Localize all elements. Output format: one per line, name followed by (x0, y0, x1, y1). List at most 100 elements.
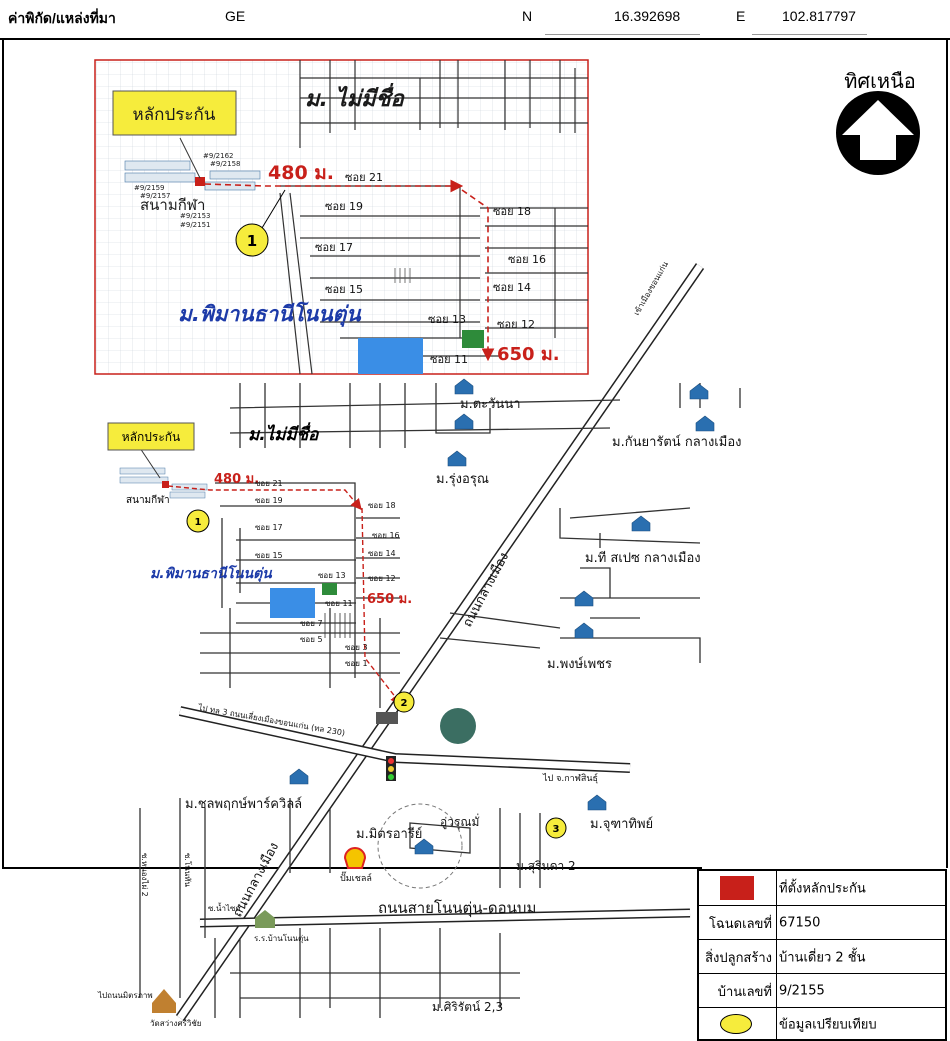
collateral-callout (107, 422, 195, 451)
house-icon (574, 590, 594, 607)
soi-label: ซอย 17 (255, 523, 283, 532)
legend-box: ที่ตั้งหลักประกัน โฉนดเลขที่ 67150 สิ่งป… (697, 869, 947, 1041)
inset-soi: ซอย 19 (325, 200, 363, 213)
legend-house-label: บ้านเลขที่ (699, 974, 777, 1008)
soi-label: ซอย 16 (372, 531, 400, 540)
stadium-label: สนามกีฬา (126, 494, 170, 506)
inset-soi: ซอย 15 (325, 283, 363, 296)
inset-collateral-text: หลักประกัน (133, 105, 216, 125)
east-value: 102.817797 (782, 8, 856, 24)
road-label: ไป จ.กาฬสินธุ์ (542, 772, 598, 784)
inset-dist-480: 480 ม. (268, 162, 334, 184)
pond (270, 588, 315, 618)
north-value: 16.392698 (614, 8, 681, 24)
soi-label: ซ.น้ำไซด์ (208, 902, 241, 913)
marker-1-label: 1 (195, 517, 202, 528)
site-swatch-icon (720, 876, 754, 900)
soi-label: ซอย 12 (368, 574, 396, 583)
dist-650: 650 ม. (367, 592, 412, 607)
inset-stadium: สนามกีฬา (140, 196, 205, 214)
place-label: ม.ตะวันนา (460, 397, 521, 412)
marker-2 (393, 691, 415, 713)
place-label: ม.ชลพฤกษ์พาร์ควิลล์ (185, 796, 302, 812)
inset-soi: ซอย 14 (493, 281, 531, 294)
place-label: ม.สุรินดา 2 (516, 859, 576, 874)
place-label: ม.ศิริรัตน์ 2,3 (432, 1000, 503, 1014)
inset-pond (358, 338, 423, 374)
house-icon (414, 838, 434, 855)
legend-row-site: ที่ตั้งหลักประกัน (699, 871, 945, 905)
inset-village-top: ม. ไม่มีชื่อ (305, 82, 406, 112)
village-top: ม.ไม่มีชื่อ (248, 422, 320, 445)
inset-collateral-mark (195, 177, 205, 186)
house-icon (587, 794, 607, 811)
inset-plot: #9/2158 (210, 160, 241, 168)
shell-icon (343, 847, 367, 869)
soi-label: ซอย 11 (325, 599, 353, 608)
house-icon (695, 415, 715, 432)
soi-label: ซอย 19 (255, 496, 283, 505)
school-icon (255, 910, 275, 928)
marker-3 (545, 817, 567, 839)
place-label: ม.จุฑาทิพย์ (590, 816, 653, 832)
place-label: ม.กันยารัตน์ กลางเมือง (612, 434, 741, 450)
east-underline (752, 34, 867, 35)
legend-deed-label: โฉนดเลขที่ (699, 906, 777, 940)
soi-label: ซอย 14 (368, 549, 396, 558)
soi-label: ซอย 13 (318, 571, 346, 580)
legend-building-value: บ้านเดี่ยว 2 ชั้น (779, 950, 866, 966)
inset-soi: ซอย 13 (428, 313, 466, 326)
frame-left (2, 38, 4, 868)
soi-label: ซอย 21 (255, 479, 283, 488)
coordinate-header: ค่าพิกัด/แหล่งที่มา GE N 16.392698 E 102… (0, 0, 950, 40)
inset-collateral-callout (112, 90, 237, 136)
inset-plot: #9/2162 (203, 152, 234, 160)
inset-village: ม.พิมานธานีโนนตุ่น (178, 301, 362, 327)
road-label: เข้าเมืองขอนแก่น (632, 260, 670, 317)
soi-label: ซอย 5 (300, 635, 323, 644)
shop-icon (376, 712, 398, 724)
place-label: ม.มิตรอารีย์ (356, 826, 422, 842)
place-label: ม.ที สเปซ กลางเมือง (585, 550, 701, 566)
collateral-callout-text: หลักประกัน (122, 430, 181, 444)
house-icon (289, 768, 309, 785)
place-label: ม.พงษ์เพชร (547, 656, 612, 672)
park (322, 583, 337, 595)
soi-label: ซอย 3 (345, 643, 368, 652)
inset-soi: ซอย 16 (508, 253, 546, 266)
marker-1 (186, 509, 210, 533)
legend-house-value: 9/2155 (779, 983, 825, 999)
soi-label: ซอย 7 (300, 619, 323, 628)
inset-marker-label: 1 (247, 232, 257, 250)
soi-label: ซอย 15 (255, 551, 283, 560)
road-label: ไปถนนมิตรภาพ (97, 991, 153, 1000)
east-label: E (736, 8, 746, 24)
coord-source: GE (225, 8, 246, 24)
north-underline (545, 34, 700, 35)
inset-plot: #9/2153 (180, 212, 211, 220)
inset-plot: #9/2151 (180, 221, 211, 229)
compare-marker-icon (720, 1014, 752, 1034)
route-480 (167, 485, 362, 511)
legend-row-building: สิ่งปลูกสร้าง บ้านเดี่ยว 2 ชั้น (699, 939, 945, 974)
house-icon (574, 622, 594, 639)
house-icon (454, 378, 474, 395)
collateral-mark (162, 481, 169, 488)
inset-route-480 (204, 179, 464, 193)
village-name: ม.พิมานธานีโนนตุ่น (150, 564, 273, 582)
north-arrow: ทิศเหนือ (836, 69, 920, 175)
marker-3-label: 3 (553, 824, 560, 835)
soi-label: ซ.โนนทัน (183, 853, 193, 887)
house-icon (454, 413, 474, 430)
inset-map: หลักประกัน ม. ไม่มีชื่อ สนามกีฬา #9/2162… (94, 59, 589, 375)
north-arrow-label: ทิศเหนือ (844, 69, 916, 93)
place-label: ปั๊มเชลล์ (340, 871, 372, 884)
dist-480: 480 ม. (214, 472, 259, 487)
house-icon (447, 450, 467, 467)
coord-label: ค่าพิกัด/แหล่งที่มา (8, 10, 116, 26)
inset-plot: #9/2159 (134, 184, 165, 192)
soi-label: ซอย 1 (345, 659, 368, 668)
inset-park (462, 330, 484, 348)
legend-row-compare: ข้อมูลเปรียบเทียบ (699, 1007, 945, 1040)
location-map: หลักประกัน ม. ไม่มีชื่อ สนามกีฬา #9/2162… (94, 59, 920, 1028)
